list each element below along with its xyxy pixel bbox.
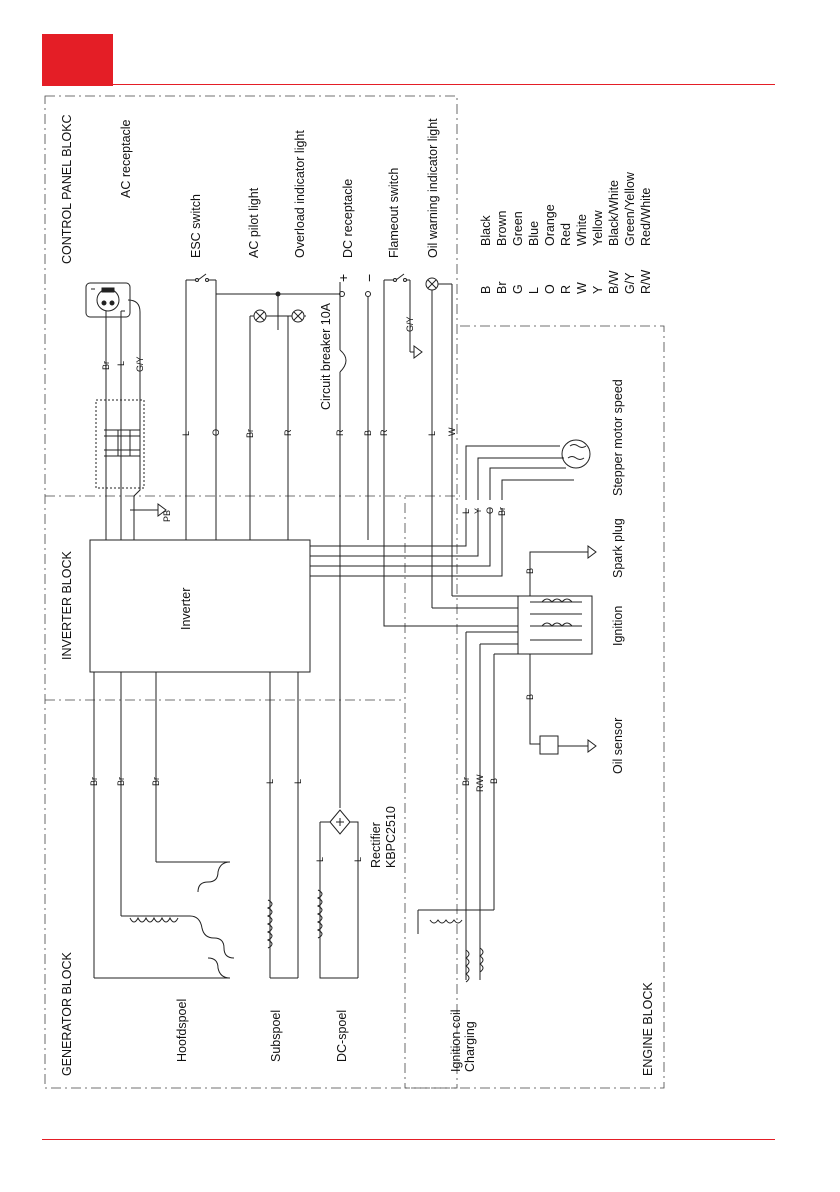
header-rule: [113, 84, 775, 85]
inverter-block-title: INVERTER BLOCK: [60, 551, 74, 660]
legend-name: Red: [559, 223, 573, 246]
subspoel-label: Subspoel: [269, 1010, 283, 1062]
wire-label-b: B: [525, 568, 535, 574]
wire-label-l: L: [427, 431, 437, 436]
wire-labels: Br L G/Y PB L O Br R R B R G/Y L W L Y O…: [89, 316, 535, 862]
legend-name: Red/White: [639, 188, 653, 246]
stepper-label: Stepper motor speed: [611, 379, 625, 496]
color-legend: B Black Br Brown G Green L Blue O Orange…: [479, 171, 653, 294]
dc-receptacle-label: DC receptacle: [341, 179, 355, 258]
ac-pilot-label: AC pilot light: [247, 187, 261, 258]
legend-code: Y: [591, 285, 605, 294]
wire-label-y: Y: [473, 508, 483, 514]
wire-label-br: Br: [151, 777, 161, 786]
wire-label-r: R: [379, 429, 389, 436]
wire-label-r: R: [335, 429, 345, 436]
wire-label-l: L: [293, 779, 303, 784]
legend-code: L: [527, 287, 541, 294]
wiring: [89, 273, 597, 983]
legend-code: Br: [495, 282, 509, 295]
block-boundaries: [44, 95, 665, 1089]
dc-spoel-label: DC-spoel: [335, 1010, 349, 1062]
wire-label-l: L: [461, 509, 471, 514]
rectifier-label: Rectifier: [369, 822, 383, 868]
legend-name: Black/White: [607, 180, 621, 246]
control-block-title: CONTROL PANEL BLOKC: [60, 114, 74, 264]
wire-label-br: Br: [461, 777, 471, 786]
legend-name: White: [575, 214, 589, 246]
legend-name: Green/Yellow: [623, 171, 637, 246]
legend-name: Yellow: [591, 209, 605, 246]
wire-label-br: Br: [497, 507, 507, 516]
wire-label-l: L: [315, 857, 325, 862]
oil-warning-label: Oil warning indicator light: [426, 118, 440, 258]
dc-plus-symbol: +: [335, 274, 351, 282]
footer-rule: [42, 1139, 775, 1140]
wire-label-l: L: [353, 857, 363, 862]
ignition-coil-label: Ignition coil: [449, 1009, 463, 1072]
hoofdspoel-label: Hoofdspoel: [175, 999, 189, 1062]
engine-block-title: ENGINE BLOCK: [641, 982, 655, 1076]
legend-name: Green: [511, 211, 525, 246]
wire-label-b: B: [525, 694, 535, 700]
wire-label-r: R: [283, 429, 293, 436]
legend-code: B/W: [607, 270, 621, 294]
overload-label: Overload indicator light: [293, 130, 307, 258]
ac-receptacle-symbol: [85, 282, 131, 318]
esc-switch-label: ESC switch: [189, 194, 203, 258]
wire-label-b: B: [363, 430, 373, 436]
oil-sensor-label: Oil sensor: [611, 718, 625, 774]
legend-code: O: [543, 284, 557, 294]
wire-label-l: L: [116, 361, 126, 366]
flameout-label: Flameout switch: [387, 168, 401, 258]
wire-label-b: B: [489, 778, 499, 784]
wire-label-o: O: [485, 507, 495, 514]
legend-name: Orange: [543, 204, 557, 246]
charging-label: Charging: [463, 1021, 477, 1072]
wire-label-br: Br: [101, 361, 111, 370]
wire-label-o: O: [211, 429, 221, 436]
wire-label-l: L: [181, 431, 191, 436]
wire-label-l: L: [265, 779, 275, 784]
chapter-tab: [42, 34, 113, 86]
legend-name: Blue: [527, 221, 541, 246]
legend-code: R/W: [639, 270, 653, 295]
generator-block-title: GENERATOR BLOCK: [60, 951, 74, 1076]
wire-label-gy: G/Y: [135, 356, 145, 372]
wire-label-w: W: [447, 427, 457, 436]
wire-label-br: Br: [116, 777, 126, 786]
wire-label-pb: PB: [162, 510, 172, 522]
inverter-label: Inverter: [179, 588, 193, 630]
legend-code: B: [479, 286, 493, 294]
legend-code: R: [559, 285, 573, 294]
spark-plug-label: Spark plug: [611, 518, 625, 578]
dc-minus-symbol: −: [361, 274, 377, 282]
wire-label-gy: G/Y: [405, 316, 415, 332]
legend-name: Brown: [495, 211, 509, 246]
legend-code: G/Y: [623, 272, 637, 294]
legend-code: G: [511, 284, 525, 294]
ac-receptacle-label: AC receptacle: [119, 119, 133, 198]
legend-name: Black: [479, 215, 493, 246]
wire-label-br: Br: [89, 777, 99, 786]
wire-label-br: Br: [245, 429, 255, 438]
ignition-label: Ignition: [611, 606, 625, 646]
wire-label-rw: R/W: [475, 774, 485, 792]
circuit-breaker-label: Circuit breaker 10A: [319, 302, 333, 410]
rectifier-part-label: KBPC2510: [384, 806, 398, 868]
legend-code: W: [575, 282, 589, 294]
